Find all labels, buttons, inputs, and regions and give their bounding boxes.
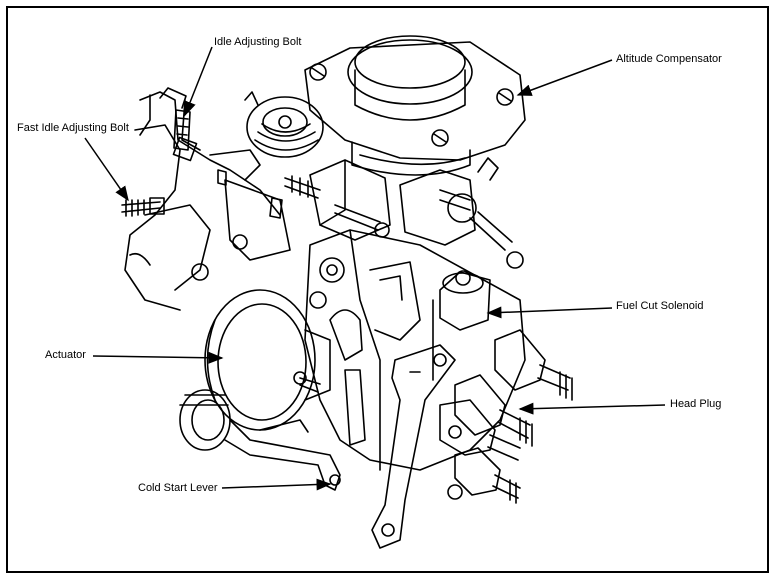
leader-actuator: [92, 351, 224, 364]
lever-arm: [371, 344, 456, 549]
cold-start-lever-part: [224, 419, 341, 491]
leader-fuel-cut-solenoid: [486, 306, 613, 319]
leader-cold-start-lever: [221, 478, 332, 491]
governor-spring: [244, 91, 324, 158]
leader-lines: [84, 46, 666, 491]
fast-idle-bolt: [121, 197, 165, 217]
leader-idle-adjusting-bolt: [184, 46, 213, 117]
altitude-compensator-part: [304, 35, 526, 176]
label-head-plug: Head Plug: [670, 398, 722, 410]
leader-head-plug: [518, 402, 666, 415]
leader-altitude-compensator: [516, 59, 613, 96]
diagram-frame: [6, 6, 769, 573]
leader-fast-idle-adjusting-bolt: [84, 137, 129, 202]
delivery-valves: [439, 329, 573, 504]
cold-start-port: [179, 389, 231, 451]
label-fast-idle-adjusting-bolt: Fast Idle Adjusting Bolt: [17, 122, 129, 134]
label-fuel-cut-solenoid: Fuel Cut Solenoid: [616, 300, 704, 312]
label-idle-adjusting-bolt: Idle Adjusting Bolt: [214, 36, 302, 48]
label-altitude-compensator: Altitude Compensator: [616, 53, 722, 65]
center-block: [217, 157, 524, 269]
pump-body: [121, 35, 573, 549]
label-cold-start-lever: Cold Start Lever: [138, 482, 218, 494]
label-actuator: Actuator: [45, 349, 86, 361]
actuator-part: [204, 289, 331, 431]
main-housing: [304, 229, 526, 471]
